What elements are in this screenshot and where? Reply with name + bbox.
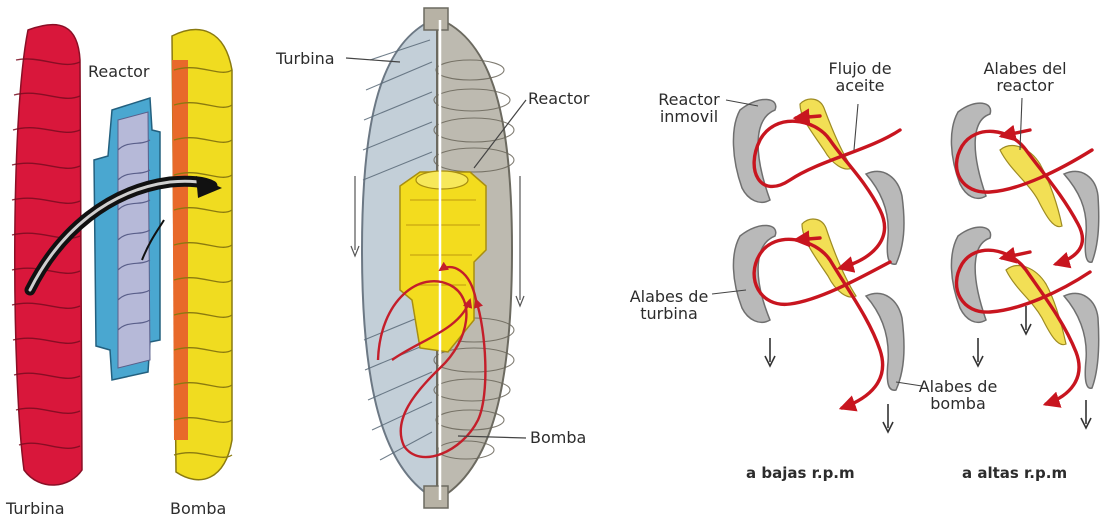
alabes-del-reactor-label: Alabes del reactor xyxy=(975,60,1075,94)
exploded-view xyxy=(12,25,232,485)
middle-reactor-label: Reactor xyxy=(528,90,589,107)
bomba-part xyxy=(172,30,232,480)
assembled-cutaway xyxy=(346,8,526,508)
middle-turbina-label: Turbina xyxy=(276,50,335,67)
blade-flow-diagrams xyxy=(712,98,1099,432)
left-bomba-label: Bomba xyxy=(170,500,226,517)
left-reactor-label: Reactor xyxy=(88,63,149,80)
left-turbina-label: Turbina xyxy=(6,500,65,517)
middle-bomba-label: Bomba xyxy=(530,429,586,446)
high-rpm-caption: a altas r.p.m xyxy=(962,465,1067,482)
low-rpm-diagram xyxy=(712,99,922,432)
reactor-inmovil-label: Reactor inmovil xyxy=(652,91,726,125)
alabes-de-bomba-label: Alabes de bomba xyxy=(918,378,998,412)
flujo-de-aceite-label: Flujo de aceite xyxy=(820,60,900,94)
low-rpm-caption: a bajas r.p.m xyxy=(746,465,855,482)
reactor-part xyxy=(94,98,160,380)
alabes-de-turbina-label: Alabes de turbina xyxy=(626,288,712,322)
